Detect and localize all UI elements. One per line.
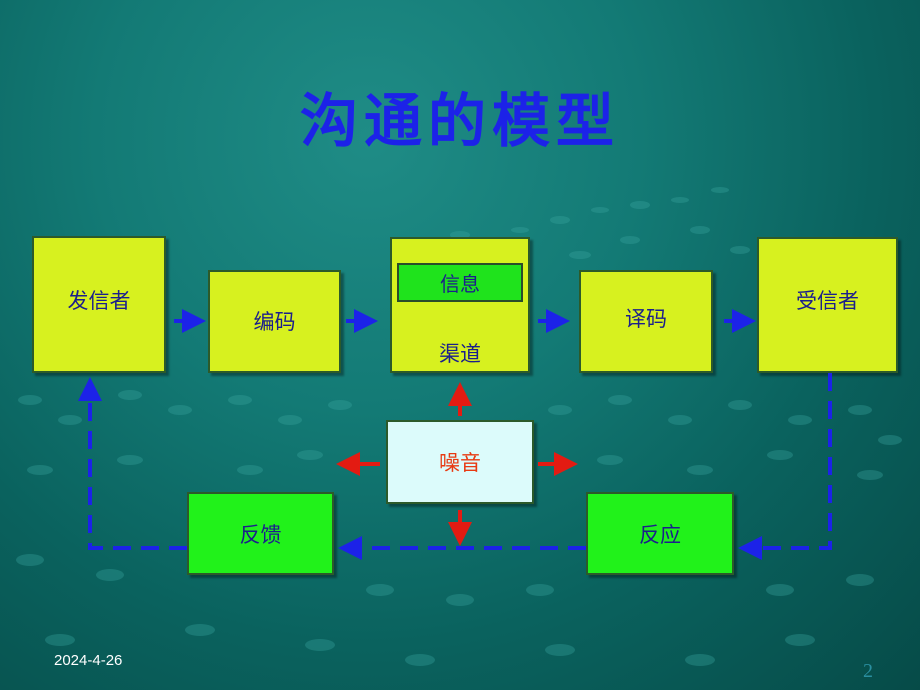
arrow-feedback-to-sender (78, 377, 187, 550)
response-box: 反应 (586, 492, 734, 575)
slide-date: 2024-4-26 (54, 652, 123, 669)
sender-box: 发信者 (32, 236, 166, 373)
sender-label: 发信者 (67, 288, 131, 313)
message-label: 信息 (440, 272, 480, 296)
encode-label: 编码 (253, 309, 296, 334)
feedback-label: 反馈 (239, 522, 282, 547)
arrow-receiver-to-response (738, 373, 832, 560)
noise-box: 噪音 (386, 420, 534, 504)
receiver-box: 受信者 (757, 237, 898, 373)
feedback-box: 反馈 (187, 492, 334, 575)
decode-box: 译码 (579, 270, 713, 373)
decode-label: 译码 (625, 306, 667, 331)
response-label: 反应 (639, 522, 681, 547)
receiver-label: 受信者 (796, 289, 859, 313)
slide-title: 沟通的模型 (299, 87, 620, 155)
page-number: 2 (863, 660, 873, 682)
encode-box: 编码 (208, 270, 341, 373)
message-box: 信息 (397, 263, 523, 302)
channel-label: 渠道 (439, 342, 481, 366)
channel-box (390, 237, 530, 373)
noise-label: 噪音 (439, 451, 481, 475)
